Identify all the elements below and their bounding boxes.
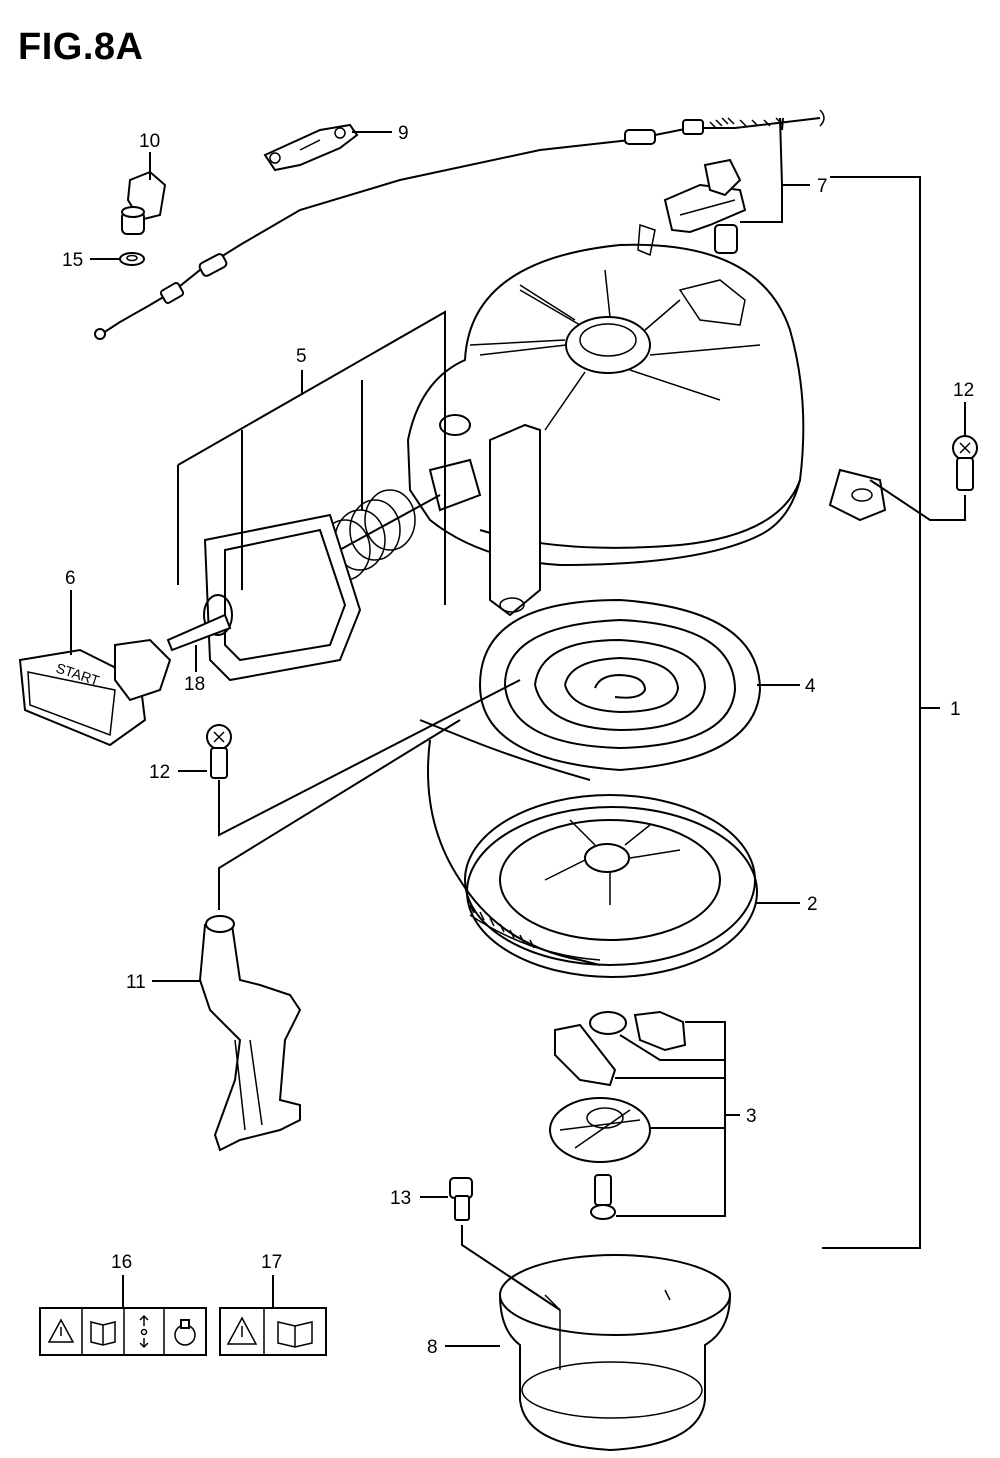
callout-3: 3 <box>746 1106 757 1127</box>
starter-housing <box>406 223 887 617</box>
bolt-part-13 <box>449 1177 473 1221</box>
callout-18: 18 <box>184 674 205 695</box>
warning-triangle-icon <box>226 1316 258 1345</box>
knob-icon <box>174 1319 196 1346</box>
callout-5: 5 <box>296 346 307 367</box>
caution-label-part-16 <box>39 1307 207 1356</box>
cable-bracket-part-10 <box>121 170 167 235</box>
callout-2: 2 <box>807 894 818 915</box>
lock-lever-part-11 <box>198 915 302 1152</box>
cable-clamp-part-9 <box>263 123 359 172</box>
callout-16: 16 <box>111 1252 132 1273</box>
ratchet-set-part-3 <box>549 1010 687 1220</box>
bolt-part-12-left <box>206 724 232 779</box>
callout-12-left: 12 <box>149 762 170 783</box>
caution-label-part-17 <box>219 1307 327 1356</box>
callout-17: 17 <box>261 1252 282 1273</box>
callout-10: 10 <box>139 131 160 152</box>
washer-part-15 <box>119 252 145 266</box>
snap-ring-part-18 <box>166 594 233 652</box>
manual-book-icon <box>277 1321 313 1348</box>
callout-13: 13 <box>390 1188 411 1209</box>
callout-9: 9 <box>398 123 409 144</box>
callout-15: 15 <box>62 250 83 271</box>
callout-8: 8 <box>427 1337 438 1358</box>
choke-arrows-icon <box>139 1314 149 1349</box>
warning-triangle-icon <box>47 1318 75 1343</box>
recoil-spring-part-4 <box>419 598 762 781</box>
starter-cup-part-8 <box>499 1254 731 1452</box>
reel-pulley-part-2 <box>427 739 758 978</box>
leader-lines <box>70 117 966 1347</box>
callout-6: 6 <box>65 568 76 589</box>
callout-4: 4 <box>805 676 816 697</box>
choke-cable <box>94 109 825 340</box>
bolt-part-12-right <box>952 435 978 491</box>
lever-bracket-part-7 <box>663 158 747 254</box>
figure-title: FIG.8A <box>18 26 144 68</box>
callout-11: 11 <box>126 972 146 993</box>
callout-1: 1 <box>950 699 961 720</box>
callout-7: 7 <box>817 176 828 197</box>
handle-guide-plate <box>203 513 362 682</box>
manual-book-icon <box>90 1321 116 1346</box>
start-handle-part-6: START <box>18 638 172 747</box>
callout-labels: 1 2 3 4 5 6 7 8 9 10 11 12 12 13 15 16 1… <box>62 123 974 1358</box>
callout-12-right: 12 <box>953 380 974 401</box>
